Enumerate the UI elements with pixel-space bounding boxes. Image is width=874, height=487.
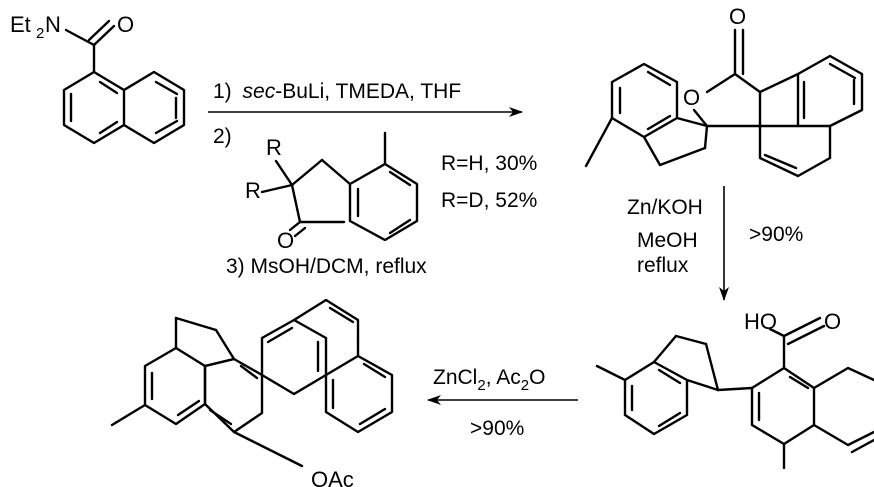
amide-n-label: N	[45, 12, 61, 37]
indanone-structure: R R O	[245, 131, 419, 253]
final-acetate-structure: OAc	[110, 298, 394, 487]
naphthamide-structure: Et 2 N O	[10, 12, 186, 145]
arrow3-reagents: ZnCl2, Ac2O	[433, 366, 545, 394]
ketone-o-label: O	[277, 228, 294, 253]
lactone-carbonyl-o-label: O	[729, 4, 746, 29]
et-label: Et	[10, 12, 31, 37]
r-label-top: R	[266, 135, 282, 160]
zn-koh-label: Zn/KOH	[627, 196, 703, 219]
arrow2-yield: >90%	[749, 223, 803, 246]
et-subscript: 2	[36, 25, 44, 42]
acid-carbonyl-o-label: O	[824, 309, 841, 334]
yield-d-label: R=D, 52%	[441, 189, 537, 212]
reaction-arrow-2: Zn/KOH MeOH reflux >90%	[627, 186, 803, 301]
amide-o-label: O	[117, 12, 134, 37]
step2-label: 2)	[213, 125, 232, 148]
step1-label: 1) sec-BuLi, TMEDA, THF	[213, 80, 461, 103]
reflux-label: reflux	[637, 254, 689, 277]
reaction-arrow-3: ZnCl2, Ac2O >90%	[427, 366, 578, 440]
yield-h-label: R=H, 30%	[441, 152, 537, 175]
step3-label: 3) MsOH/DCM, reflux	[226, 255, 427, 278]
arrow3-yield: >90%	[470, 417, 524, 440]
reaction-arrow-1: 1) sec-BuLi, TMEDA, THF 2) R=H, 30% R=D,…	[208, 80, 537, 278]
lactone-ring-o-label: O	[683, 85, 700, 110]
acetate-label: OAc	[311, 467, 354, 487]
meoh-label: MeOH	[637, 229, 698, 252]
r-label-left: R	[245, 178, 261, 203]
spirolactone-structure: O O	[584, 4, 864, 178]
carboxylic-acid-structure: HO O	[595, 309, 874, 470]
